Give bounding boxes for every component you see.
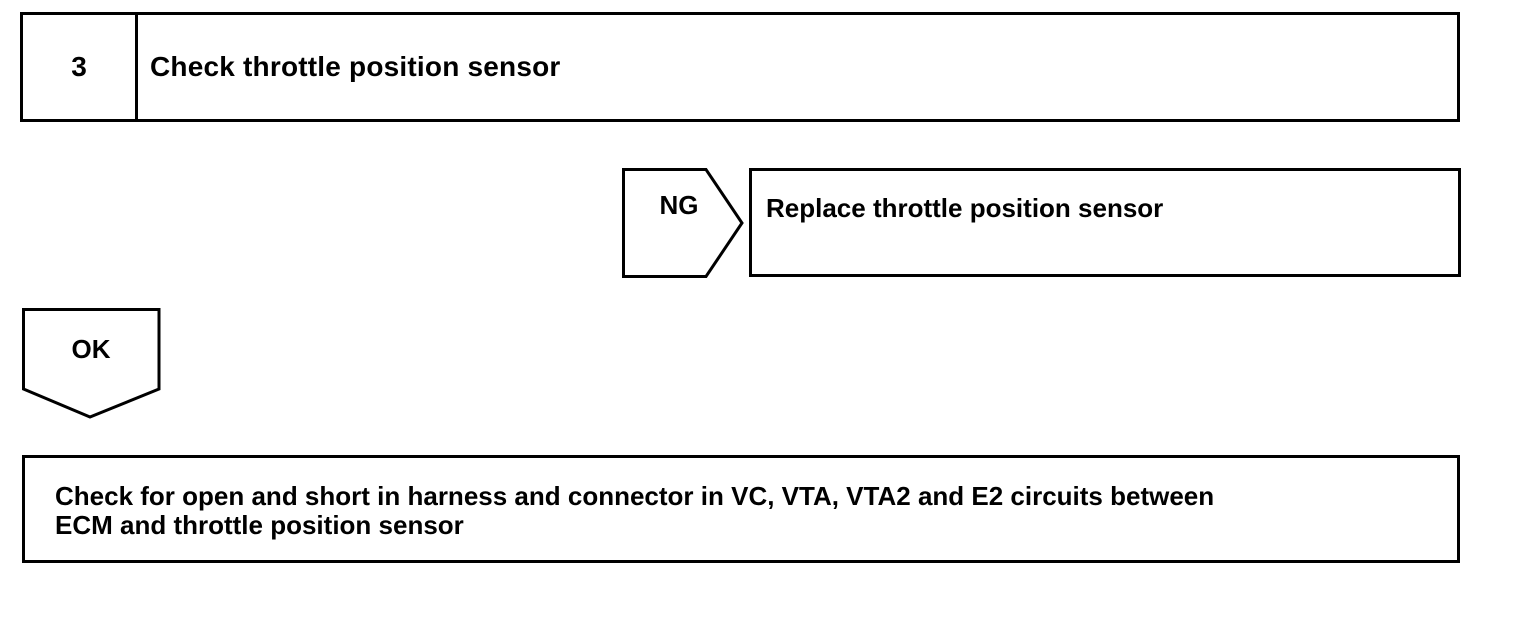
ng-arrow-shape	[622, 168, 744, 278]
next-step-line-2: ECM and throttle position sensor	[55, 510, 464, 540]
ng-label: NG	[659, 190, 699, 220]
next-step-text: Check for open and short in harness and …	[55, 482, 1437, 540]
step-number: 3	[23, 15, 138, 119]
next-step-box: Check for open and short in harness and …	[22, 455, 1460, 563]
next-step-line-1: Check for open and short in harness and …	[55, 481, 1215, 511]
ng-action-box: Replace throttle position sensor	[749, 168, 1461, 277]
ok-label: OK	[71, 334, 111, 364]
step-box: 3 Check throttle position sensor	[20, 12, 1460, 122]
step-title: Check throttle position sensor	[150, 51, 561, 82]
ng-action-text: Replace throttle position sensor	[766, 193, 1164, 223]
ok-arrow-shape	[22, 308, 161, 419]
